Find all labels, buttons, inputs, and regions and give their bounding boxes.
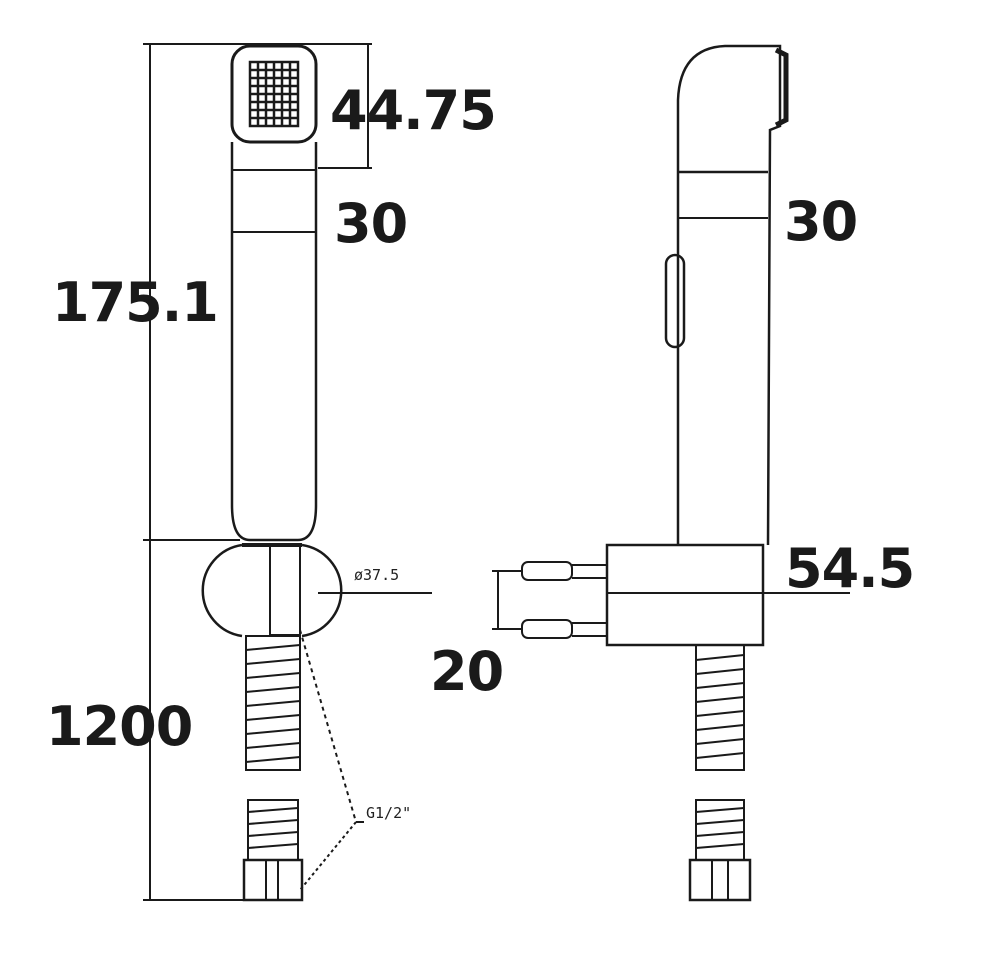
dim-front-width: 30: [334, 192, 408, 255]
dim-head-height: 44.75: [330, 79, 497, 142]
trigger-button: [664, 253, 686, 349]
dim-bracket-depth: 54.5: [785, 537, 915, 600]
handle-body: [230, 142, 318, 542]
note-bracket-diameter: ø37.5: [354, 566, 400, 584]
nozzle-grid: [248, 60, 300, 128]
note-thread: G1/2": [366, 804, 412, 822]
side-handle-body: [676, 44, 782, 546]
dim-hose-length: 1200: [46, 695, 193, 758]
wall-bracket: [605, 543, 765, 647]
shower-head-face: [230, 44, 318, 144]
dim-handle-length: 175.1: [52, 271, 219, 334]
dim-screw-spacing: 20: [430, 640, 504, 703]
dim-side-width: 30: [784, 190, 858, 253]
wall-screws: [521, 561, 607, 639]
hose-upper: [245, 635, 301, 771]
